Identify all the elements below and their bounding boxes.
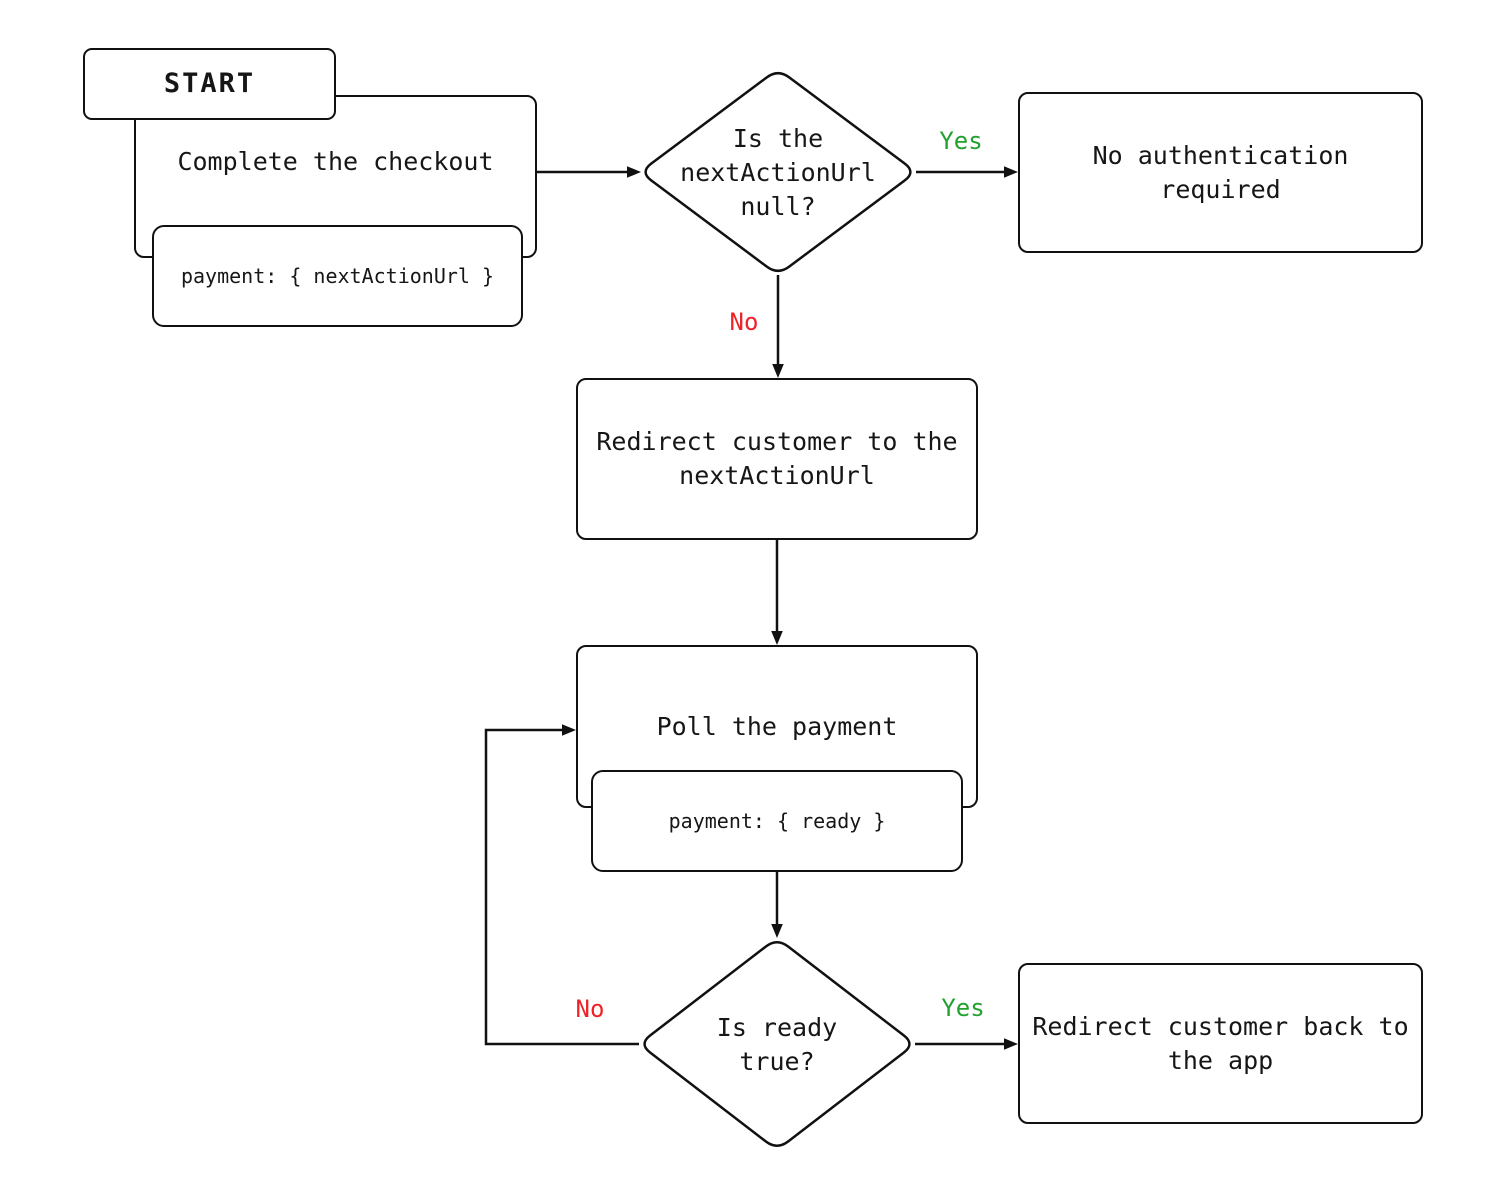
arrowhead-icon	[772, 364, 784, 378]
edge-poll-to-ready-decision	[771, 872, 783, 938]
node-payment-ready-snippet: payment: { ready }	[591, 770, 963, 872]
arrowhead-icon	[562, 724, 576, 736]
edge-ready-no-loop-to-poll	[484, 724, 639, 1046]
arrowhead-icon	[1004, 166, 1018, 178]
arrowhead-icon	[627, 166, 641, 178]
edge-decision-yes-to-no-auth	[916, 166, 1018, 178]
edge-redirect-to-poll	[771, 540, 783, 645]
arrowhead-icon	[771, 631, 783, 645]
edge-checkout-to-decision	[537, 166, 641, 178]
node-complete-checkout-label: Complete the checkout	[177, 147, 494, 176]
node-start: START	[83, 48, 336, 120]
edge-label-top-no: No	[729, 308, 759, 336]
decision-next-action-url-shape	[644, 71, 912, 273]
node-start-label: START	[163, 68, 256, 99]
node-poll-payment-label: Poll the payment	[656, 711, 898, 741]
node-payment-ready-snippet-label: payment: { ready }	[668, 809, 886, 833]
edge-decision-no-to-redirect	[772, 275, 784, 378]
arrowhead-icon	[1004, 1038, 1018, 1050]
edge-label-bottom-no: No	[575, 995, 605, 1023]
node-redirect-back-to-app: Redirect customer back to the app	[1018, 963, 1423, 1124]
edge-line	[484, 728, 639, 1046]
node-no-auth-required-label: No authentication required	[1092, 140, 1349, 204]
node-redirect-back-to-app-label: Redirect customer back to the app	[1032, 1011, 1409, 1075]
edge-ready-yes-to-redirect-back	[915, 1038, 1018, 1050]
node-no-auth-required: No authentication required	[1018, 92, 1423, 253]
arrowhead-icon	[771, 924, 783, 938]
node-payment-next-action-url-snippet: payment: { nextActionUrl }	[152, 225, 523, 327]
edge-label-top-yes: Yes	[939, 127, 983, 155]
decision-ready-shape	[643, 941, 911, 1147]
edge-label-bottom-yes: Yes	[941, 994, 985, 1022]
node-payment-next-action-url-snippet-label: payment: { nextActionUrl }	[180, 264, 495, 288]
node-redirect-next-action-url: Redirect customer to the nextActionUrl	[576, 378, 978, 540]
node-redirect-next-action-url-label: Redirect customer to the nextActionUrl	[596, 427, 958, 490]
